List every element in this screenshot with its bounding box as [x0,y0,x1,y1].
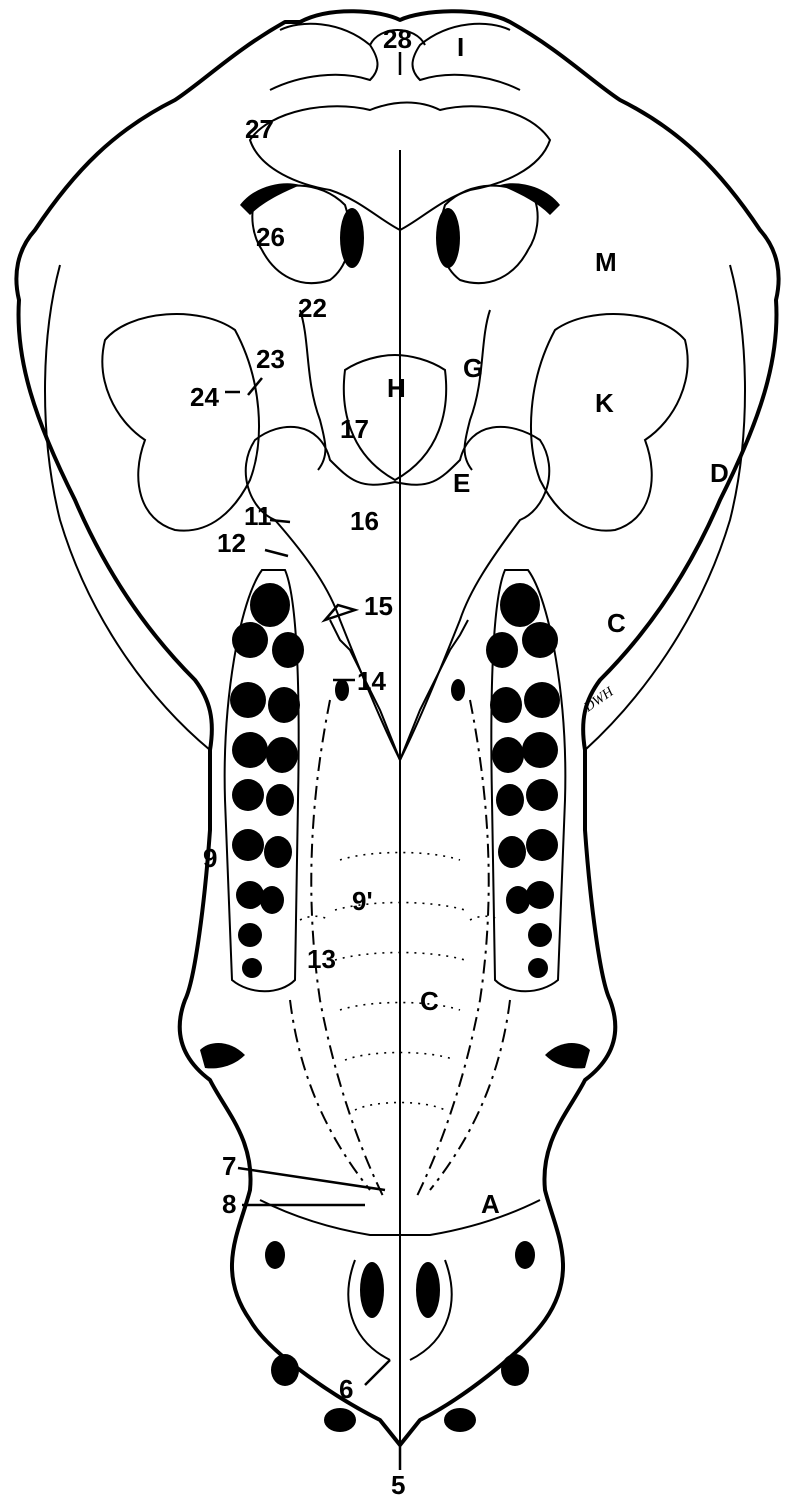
label-17: 17 [340,414,369,444]
skull-outline [16,11,778,1445]
label-E: E [453,468,470,498]
right-foramen-dark [436,208,460,268]
right-incisor-3 [444,1408,476,1432]
label-I: I [457,32,464,62]
right-palatine-foramen [451,679,465,701]
label-28: 28 [383,24,412,54]
left-incisive-foramen [360,1262,384,1318]
label-H: H [387,373,406,403]
label-7: 7 [222,1151,236,1181]
right-incisor-2 [501,1354,529,1386]
label-8: 8 [222,1189,236,1219]
label-K: K [595,388,614,418]
left-palatine-foramen [335,679,349,701]
label-C-upper: C [607,608,626,638]
label-9prime: 9' [352,886,373,916]
label-C-lower: C [420,986,439,1016]
label-M: M [595,247,617,277]
left-incisor-1 [265,1241,285,1269]
label-5: 5 [391,1470,405,1497]
right-incisor-1 [515,1241,535,1269]
label-22: 22 [298,293,327,323]
label-16: 16 [350,506,379,536]
left-incisor-2 [271,1354,299,1386]
right-incisive-foramen [416,1262,440,1318]
label-13: 13 [307,944,336,974]
label-14: 14 [357,666,386,696]
label-9: 9 [203,843,217,873]
left-incisor-3 [324,1408,356,1432]
label-G: G [463,353,483,383]
label-6: 6 [339,1374,353,1404]
label-23: 23 [256,344,285,374]
left-foramen-dark [340,208,364,268]
label-24: 24 [190,382,219,412]
label-A: A [481,1189,500,1219]
label-11: 11 [244,501,272,531]
label-12: 12 [217,528,246,558]
label-D: D [710,458,729,488]
label-26: 26 [256,222,285,252]
label-27: 27 [245,114,274,144]
label-15: 15 [364,591,393,621]
